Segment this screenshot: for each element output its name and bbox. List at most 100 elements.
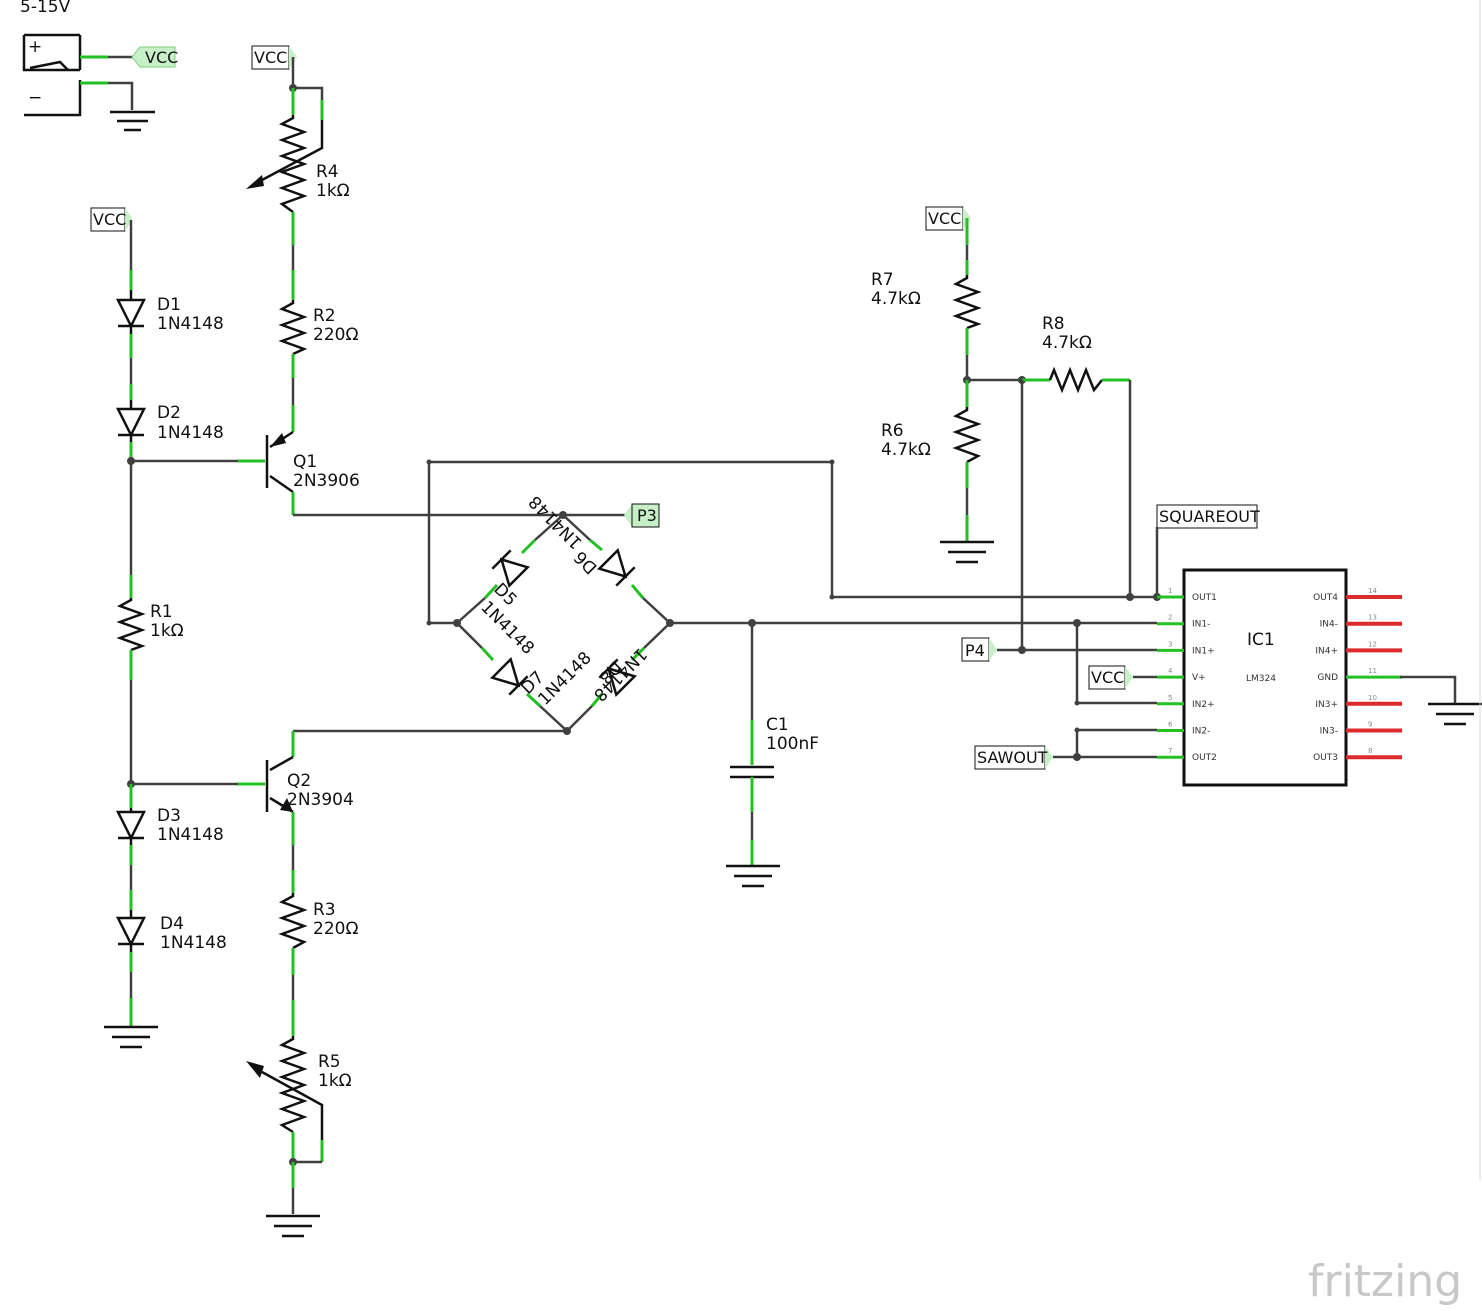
- net-vcc-left: VCC: [90, 207, 133, 232]
- resistor-r8: [1048, 366, 1103, 394]
- svg-text:D2: D2: [157, 403, 181, 423]
- net-label: VCC: [145, 48, 178, 67]
- ic-pin-name: OUT3: [1313, 753, 1338, 763]
- svg-text:R6: R6: [881, 421, 904, 441]
- potentiometer-r4: [246, 115, 324, 214]
- transistor-q1: [265, 430, 294, 494]
- diode-d7: [489, 656, 529, 696]
- ic-pin-name: IN1-: [1192, 620, 1210, 630]
- svg-text:VCC: VCC: [1091, 668, 1124, 687]
- svg-text:1N4148: 1N4148: [157, 423, 224, 443]
- net-vcc-r4: VCC: [251, 45, 297, 70]
- ic-pin-name: GND: [1317, 673, 1338, 683]
- ic-pin-number: 10: [1368, 694, 1377, 702]
- ic-pin-name: IN3-: [1320, 727, 1338, 737]
- power-jack: 5-15V + −: [20, 0, 155, 132]
- svg-text:P3: P3: [637, 506, 657, 525]
- svg-text:R5: R5: [318, 1052, 341, 1072]
- svg-text:4.7kΩ: 4.7kΩ: [1042, 333, 1092, 353]
- svg-text:SAWOUT: SAWOUT: [977, 748, 1048, 767]
- ic-pin-number: 8: [1368, 747, 1372, 755]
- supply-label: 5-15V: [20, 0, 71, 17]
- capacitor-c1: [730, 765, 774, 779]
- net-sawout: SAWOUT: [974, 745, 1053, 770]
- diode-d1: [115, 290, 147, 334]
- svg-text:Q1: Q1: [293, 452, 317, 472]
- svg-text:1kΩ: 1kΩ: [316, 181, 350, 201]
- svg-text:D4: D4: [160, 914, 184, 934]
- ic-pin-number: 2: [1168, 614, 1172, 622]
- svg-text:C1: C1: [766, 715, 789, 735]
- resistor-r2: [278, 300, 308, 356]
- ic-pin-number: 11: [1368, 667, 1377, 675]
- diode-d8: [598, 658, 638, 698]
- net-vcc-ic: VCC: [1088, 665, 1133, 690]
- fritzing-logo: fritzing: [1308, 1256, 1462, 1307]
- svg-text:SQUAREOUT: SQUAREOUT: [1159, 507, 1260, 526]
- net-p4: P4: [961, 637, 997, 662]
- ic-pin-name: OUT4: [1313, 593, 1338, 603]
- svg-text:1N4148: 1N4148: [525, 491, 586, 552]
- ic-pin-number: 12: [1368, 640, 1377, 648]
- transistor-q2: [265, 755, 294, 814]
- potentiometer-r5: [246, 1036, 324, 1140]
- ic-pin-number: 9: [1368, 721, 1372, 729]
- svg-text:VCC: VCC: [93, 210, 126, 229]
- svg-text:D3: D3: [157, 806, 181, 826]
- ic-pin-number: 6: [1168, 721, 1173, 729]
- ic-pin-name: OUT2: [1192, 753, 1217, 763]
- svg-text:R4: R4: [316, 162, 339, 182]
- ic-pin-number: 5: [1168, 694, 1172, 702]
- ic-pin-name: IN3+: [1315, 700, 1338, 710]
- diode-d3: [115, 808, 147, 845]
- svg-text:4.7kΩ: 4.7kΩ: [881, 440, 931, 460]
- svg-text:R8: R8: [1042, 314, 1065, 334]
- jack-minus: −: [28, 88, 42, 108]
- ic-pin-name: IN4-: [1320, 620, 1338, 630]
- svg-text:VCC: VCC: [928, 209, 961, 228]
- diode-d4: [115, 910, 147, 952]
- ic-pin-name: IN2-: [1192, 727, 1210, 737]
- resistor-r3: [278, 893, 308, 950]
- resistor-r6: [952, 407, 982, 464]
- svg-text:VCC: VCC: [254, 48, 287, 67]
- ic-pin-name: V+: [1192, 673, 1206, 683]
- resistor-r1: [116, 598, 146, 652]
- net-squareout: SQUAREOUT: [1156, 504, 1260, 529]
- svg-text:1N4148: 1N4148: [157, 825, 224, 845]
- svg-text:1N4148: 1N4148: [160, 933, 227, 953]
- net-vcc-jack: VCC: [131, 46, 178, 68]
- diode-d6: [596, 547, 636, 587]
- svg-text:220Ω: 220Ω: [313, 325, 358, 345]
- net-p3: P3: [624, 503, 660, 528]
- svg-text:2N3904: 2N3904: [287, 790, 354, 810]
- svg-text:IC1: IC1: [1247, 630, 1275, 650]
- ic-pin-number: 7: [1168, 747, 1172, 755]
- ground-symbol: [104, 1025, 158, 1049]
- svg-text:1kΩ: 1kΩ: [318, 1071, 352, 1091]
- ic-pin-number: 3: [1168, 640, 1172, 648]
- svg-text:4.7kΩ: 4.7kΩ: [871, 289, 921, 309]
- ic-pin-name: IN1+: [1192, 646, 1215, 656]
- ic-pin-number: 14: [1368, 587, 1377, 595]
- svg-text:D1: D1: [157, 295, 181, 315]
- svg-text:1N4148: 1N4148: [157, 314, 224, 334]
- diode-d2: [115, 400, 147, 442]
- ic-pin-name: IN2+: [1192, 700, 1215, 710]
- ic-pin-name: IN4+: [1315, 646, 1338, 656]
- svg-text:P4: P4: [965, 641, 985, 660]
- diode-d5: [491, 549, 531, 589]
- ic-pin-number: 13: [1368, 614, 1377, 622]
- resistor-r7: [952, 275, 982, 330]
- ic-pin-number: 1: [1168, 587, 1172, 595]
- svg-text:220Ω: 220Ω: [313, 919, 358, 939]
- ic-pin-name: OUT1: [1192, 593, 1217, 603]
- svg-text:1kΩ: 1kΩ: [150, 621, 184, 641]
- svg-text:R3: R3: [313, 900, 336, 920]
- svg-text:Q2: Q2: [287, 771, 311, 791]
- svg-text:R7: R7: [871, 270, 894, 290]
- svg-text:LM324: LM324: [1246, 674, 1276, 684]
